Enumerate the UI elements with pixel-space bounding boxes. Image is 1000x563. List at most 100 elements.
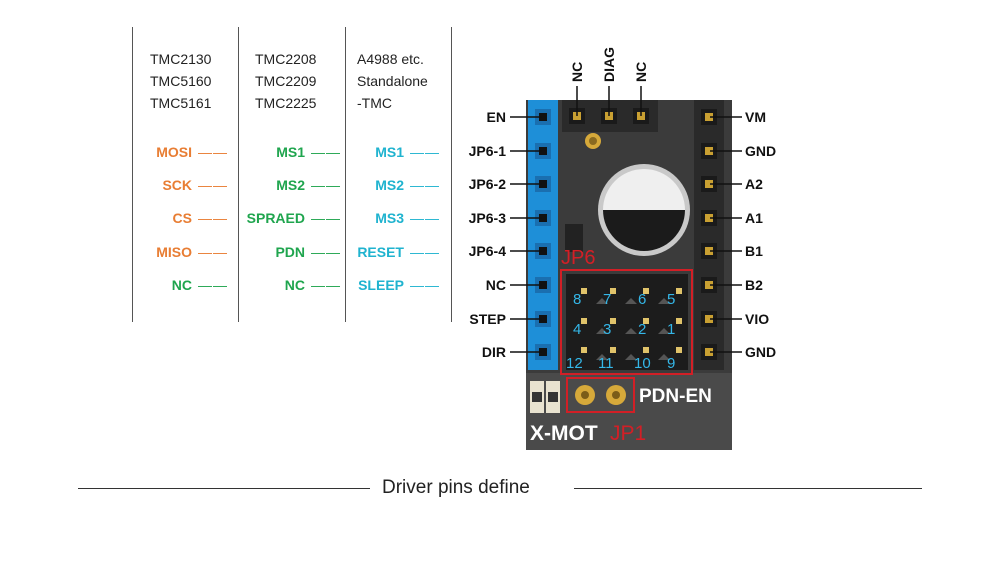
pin-dash: —— xyxy=(198,210,228,226)
jp6-divider-mark xyxy=(658,328,670,334)
gold-pad-hole xyxy=(589,137,597,145)
top-pin-label: NC xyxy=(633,62,649,82)
chip-name: TMC2209 xyxy=(255,73,317,89)
pin-dash: —— xyxy=(410,144,440,160)
column-divider xyxy=(132,27,133,322)
chip-name: A4988 etc. xyxy=(357,51,424,67)
right-header-pin-pad xyxy=(705,180,713,188)
jp6-divider-mark xyxy=(596,298,608,304)
jp6-pin xyxy=(676,318,682,324)
right-header-pin-pad xyxy=(705,147,713,155)
pin-function-name: NC xyxy=(171,277,192,293)
pin-function-standalone: MS1 —— xyxy=(375,142,440,162)
pin-function-name: MS1 xyxy=(375,144,404,160)
pin-function-name: SCK xyxy=(162,177,192,193)
left-pin-label: EN xyxy=(486,109,506,125)
right-pin-label: GND xyxy=(745,344,777,360)
chip-name: TMC5160 xyxy=(150,73,212,89)
pin-function-name: MISO xyxy=(156,244,192,260)
right-header-pin-pad xyxy=(705,247,713,255)
chip-name: Standalone xyxy=(357,73,428,89)
pin-function-tmc22xx: MS2 —— xyxy=(276,175,341,195)
pin-function-name: MOSI xyxy=(156,144,192,160)
pin-function-tmc51xx: MOSI—— xyxy=(156,142,228,162)
jp6-pin xyxy=(581,288,587,294)
left-pin-label: JP6-3 xyxy=(468,210,506,226)
jp6-divider-mark xyxy=(658,298,670,304)
pin-dash: —— xyxy=(410,210,440,226)
figure-caption: Driver pins define xyxy=(382,477,530,498)
right-pin-label: GND xyxy=(745,143,777,159)
x-mot-label: X-MOT xyxy=(530,422,598,445)
pin-function-tmc51xx: NC —— xyxy=(172,275,228,295)
left-header-pin-hole xyxy=(539,147,547,155)
pin-function-tmc51xx: CS—— xyxy=(173,208,228,228)
pin-function-name: PDN xyxy=(275,244,305,260)
column-divider xyxy=(345,27,346,322)
jp6-divider-mark xyxy=(596,328,608,334)
small-chip xyxy=(565,224,583,252)
pin-function-name: MS2 xyxy=(276,177,305,193)
right-pin-label: VIO xyxy=(745,311,770,327)
right-header-pin-pad xyxy=(705,214,713,222)
pin-function-name: RESET xyxy=(357,244,404,260)
caption-rule-left xyxy=(78,488,370,489)
pin-function-name: MS2 xyxy=(375,177,404,193)
jp6-pin xyxy=(643,347,649,353)
chip-name: TMC2130 xyxy=(150,51,212,67)
pin-function-tmc22xx: NC—— xyxy=(285,275,341,295)
jp6-pin-number: 3 xyxy=(603,321,611,338)
column-divider xyxy=(451,27,452,322)
jp6-pin-number: 9 xyxy=(667,355,675,372)
pin-function-standalone: RESET—— xyxy=(357,242,440,262)
jp6-pin xyxy=(676,288,682,294)
jp6-pin-number: 7 xyxy=(603,291,611,308)
left-header-strip xyxy=(528,100,558,370)
pin-function-standalone: SLEEP—— xyxy=(358,275,440,295)
left-pin-label: STEP xyxy=(469,311,506,327)
jp6-pin-number: 11 xyxy=(598,355,614,372)
left-pin-label: JP6-4 xyxy=(468,243,506,259)
jp6-pin xyxy=(643,288,649,294)
chip-name: TMC2225 xyxy=(255,95,317,111)
jp6-pin xyxy=(676,347,682,353)
jp1-frame xyxy=(566,377,635,413)
left-header-pin-hole xyxy=(539,281,547,289)
pin-dash: —— xyxy=(410,277,440,293)
pin-dash: —— xyxy=(410,177,440,193)
jp6-pin-number: 12 xyxy=(566,355,583,372)
right-header-strip xyxy=(694,100,724,370)
left-header-pin-hole xyxy=(539,214,547,222)
top-pin-label: NC xyxy=(569,62,585,82)
left-pin-label: JP6-2 xyxy=(468,176,506,192)
jp6-pin xyxy=(581,347,587,353)
left-header-pin-hole xyxy=(539,180,547,188)
left-header-pin-hole xyxy=(539,247,547,255)
pin-function-name: MS1 xyxy=(276,144,305,160)
pin-function-tmc22xx: SPRAED—— xyxy=(247,208,341,228)
left-header-pin-hole xyxy=(539,348,547,356)
right-pin-label: A2 xyxy=(745,176,763,192)
pin-function-standalone: MS2 —— xyxy=(375,175,440,195)
jp6-frame xyxy=(560,269,693,375)
jp6-divider-mark xyxy=(658,354,670,360)
jp6-pin xyxy=(581,318,587,324)
jp6-pin-number: 6 xyxy=(638,291,646,308)
pin-dash: —— xyxy=(311,177,341,193)
right-pin-label: A1 xyxy=(745,210,763,226)
right-pin-label: VM xyxy=(745,109,766,125)
jp6-pin-number: 5 xyxy=(667,291,675,308)
pdn-en-label: PDN-EN xyxy=(639,386,712,407)
jp1-pad-hole xyxy=(581,391,589,399)
pin-function-tmc22xx: MS1—— xyxy=(276,142,341,162)
chip-name: TMC2208 xyxy=(255,51,317,67)
pin-dash: —— xyxy=(198,244,228,260)
jp6-divider-mark xyxy=(596,354,608,360)
right-pin-label: B2 xyxy=(745,277,763,293)
jp6-pin-number: 8 xyxy=(573,291,581,308)
right-header-pin-pad xyxy=(705,113,713,121)
chip-list-tmc22xx: TMC2208 TMC2209 TMC2225 xyxy=(255,48,316,114)
left-pin-label: DIR xyxy=(481,344,506,360)
pin-dash: —— xyxy=(198,277,228,293)
chip-name: TMC5161 xyxy=(150,95,212,111)
